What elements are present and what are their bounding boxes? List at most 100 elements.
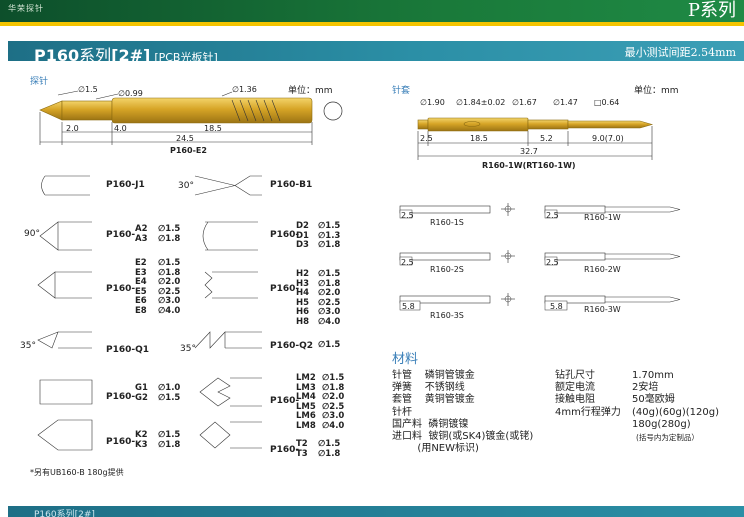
- tip-k-prefix: P160-: [106, 437, 136, 447]
- tip-g-dias: ∅1.0 ∅1.5: [158, 383, 181, 403]
- next-section-header: P160系列[2#]: [8, 506, 744, 517]
- socket-dim-2: ∅1.67: [512, 98, 537, 107]
- variant-code-0: R160-1S: [430, 218, 464, 227]
- socket-dim-1: ∅1.84±0.02: [456, 98, 505, 107]
- socket-label: 针套: [392, 86, 411, 96]
- variant-dim-4: 5.8: [402, 302, 415, 311]
- tip-k-shape: [37, 419, 93, 451]
- title-series: 系列: [79, 46, 112, 65]
- top-banner: 华荣探针 P系列: [0, 0, 744, 22]
- barrel-spring-mark: [231, 99, 281, 122]
- tip-lm-codes: LM2 LM3 LM4 LM5 LM6 LM8: [296, 373, 316, 431]
- next-section-title: P160系列[2#]: [34, 510, 95, 517]
- variant-code-4: R160-3S: [430, 311, 464, 320]
- tip-q1-angle: 35°: [20, 341, 36, 351]
- tip-q2-shape: [194, 331, 262, 349]
- variant-dim-3: 2.5: [546, 258, 559, 267]
- tip-a-shape: [39, 221, 92, 251]
- variant-dim-5: 5.8: [550, 302, 563, 311]
- probe-dim-6: 24.5: [176, 134, 194, 143]
- tip-q1-shape: [37, 331, 92, 349]
- tip-q2-dia: ∅1.5: [318, 340, 341, 350]
- socket-dim-5: 2.5: [420, 134, 433, 143]
- probe-end-circle: [323, 101, 343, 121]
- tip-g-shape: [39, 379, 93, 405]
- socket-dim-3: ∅1.47: [553, 98, 578, 107]
- materials-col3-note: (括号内为定制品）: [636, 433, 699, 442]
- socket-dim-0: ∅1.90: [420, 98, 445, 107]
- socket-dim-7: 5.2: [540, 134, 553, 143]
- materials-title: 材料: [392, 352, 419, 367]
- tip-q1-label: P160-Q1: [106, 345, 150, 355]
- probe-dim-1: ∅0.99: [118, 89, 143, 98]
- variant-code-1: R160-1W: [584, 213, 621, 222]
- variant-code-2: R160-2S: [430, 265, 464, 274]
- tip-g-codes: G1 G2: [135, 383, 148, 403]
- socket-unit: 单位：mm: [634, 86, 679, 96]
- tip-k-dias: ∅1.5 ∅1.8: [158, 430, 181, 450]
- tip-b1-label: P160-B1: [270, 180, 313, 190]
- tip-t-shape: [199, 421, 262, 449]
- socket-dim-6: 18.5: [470, 134, 488, 143]
- tip-g-prefix: P160-: [106, 392, 136, 402]
- probe-barrel: [111, 97, 313, 124]
- tip-q2-angle: 35°: [180, 344, 196, 354]
- tip-q2-label: P160-Q2: [270, 341, 314, 351]
- variant-code-5: R160-3W: [584, 305, 621, 314]
- variant-r160-1s: 2.5 R160-1S: [399, 203, 515, 227]
- tip-lm-shape: [199, 377, 262, 407]
- tip-h-prefix: P160-: [270, 284, 300, 294]
- materials-col3: 1.70mm 2安培 50毫欧姆 (40g)(60g)(120g) 180g(2…: [632, 370, 719, 430]
- tip-d-prefix: P160-: [270, 230, 300, 240]
- tip-h-dias: ∅1.5 ∅1.8 ∅2.0 ∅2.5 ∅3.0 ∅4.0: [318, 269, 341, 327]
- socket-dim-8: 9.0(7.0): [592, 134, 624, 143]
- section-header: P160系列[2#][PCB光板针] 最小测试间距2.54mm: [8, 41, 744, 65]
- variant-r160-1w: 2.5 R160-1W: [544, 205, 681, 222]
- tip-a-prefix: P160-: [106, 230, 136, 240]
- tip-lm-prefix: P160-: [270, 396, 300, 406]
- tip-d-codes: D2 D1 D3: [296, 221, 309, 251]
- socket-part: R160-1W(RT160-1W): [482, 161, 576, 170]
- tip-a-codes: A2 A3: [135, 224, 148, 244]
- variant-r160-2w: 2.5 R160-2W: [544, 252, 681, 274]
- variant-r160-3w: 5.8 R160-3W: [544, 295, 681, 314]
- tip-lm-dias: ∅1.5 ∅1.8 ∅2.0 ∅2.5 ∅3.0 ∅4.0: [322, 373, 345, 431]
- tip-a-angle: 90°: [24, 229, 40, 239]
- variant-dim-2: 2.5: [401, 258, 414, 267]
- probe-dim-5: 18.5: [204, 124, 222, 133]
- variant-r160-3s: 5.8 R160-3S: [399, 293, 515, 320]
- tip-t-codes: T2 T3: [296, 439, 308, 459]
- title-code: [2#]: [111, 46, 151, 65]
- probe-dim-4: 4.0: [114, 124, 127, 133]
- tip-t-dias: ∅1.5 ∅1.8: [318, 439, 341, 459]
- yellow-divider: [0, 22, 744, 26]
- probe-dim-2: ∅1.36: [232, 85, 257, 94]
- tip-b1-shape: [194, 175, 262, 196]
- probe-label: 探针: [30, 77, 49, 87]
- tip-a-dias: ∅1.5 ∅1.8: [158, 224, 181, 244]
- socket-dim-4: □0.64: [594, 98, 619, 107]
- tip-h-shape: [204, 271, 258, 299]
- tip-e-dias: ∅1.5 ∅1.8 ∅2.0 ∅2.5 ∅3.0 ∅4.0: [158, 258, 181, 316]
- min-pitch: 最小测试间距2.54mm: [624, 46, 736, 59]
- socket-pin: [567, 120, 654, 129]
- tip-k-codes: K2 K3: [135, 430, 148, 450]
- brand-text: 华荣探针: [8, 4, 44, 13]
- tip-d-shape: [202, 221, 258, 251]
- variant-code-3: R160-2W: [584, 265, 621, 274]
- title-sub: [PCB光板针]: [154, 51, 218, 64]
- tip-e-codes: E2 E3 E4 E5 E6 E8: [135, 258, 147, 316]
- variant-dim-1: 2.5: [546, 211, 559, 220]
- tip-j1-label: P160-J1: [106, 180, 145, 190]
- series-heading: P系列: [687, 0, 736, 21]
- probe-part: P160-E2: [170, 146, 207, 155]
- tip-e-shape: [37, 271, 92, 299]
- tip-t-prefix: P160-: [270, 445, 300, 455]
- materials-col2: 钻孔尺寸 额定电流 接触电阻 4mm行程弹力: [555, 370, 621, 418]
- variant-dim-0: 2.5: [401, 211, 414, 220]
- tip-h-codes: H2 H3 H4 H5 H6 H8: [296, 269, 310, 327]
